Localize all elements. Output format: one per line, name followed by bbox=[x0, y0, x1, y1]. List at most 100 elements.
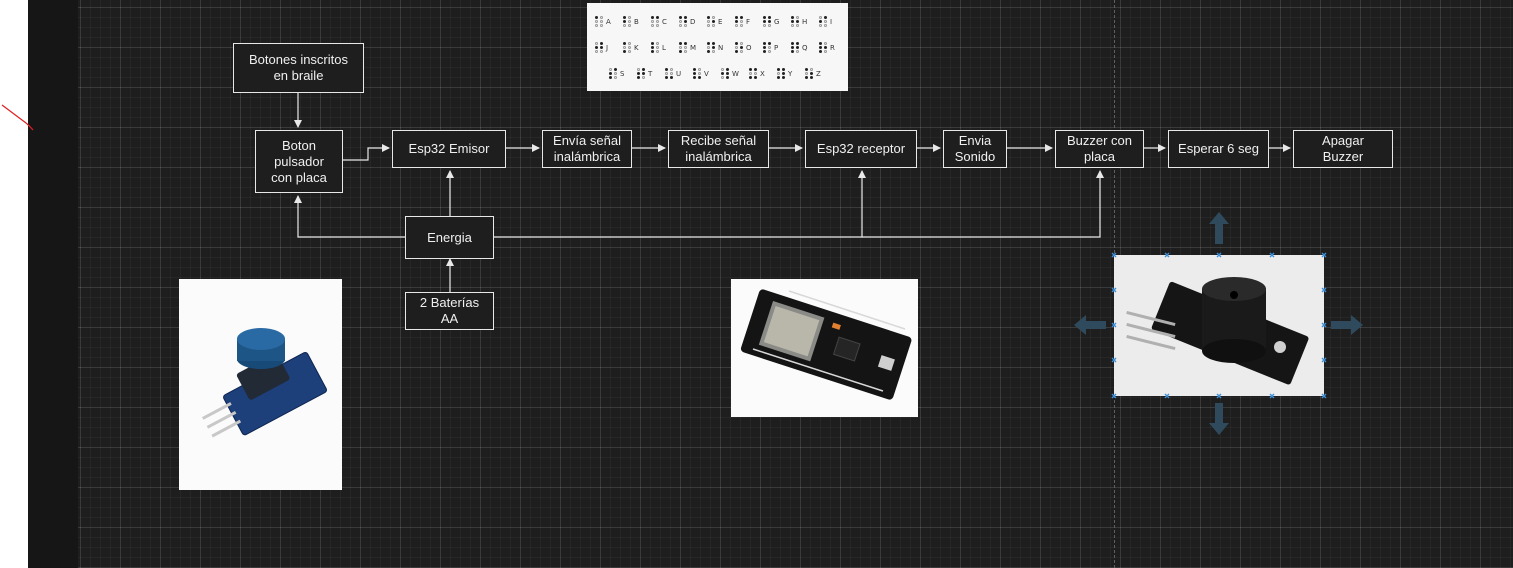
braille-letter-label: N bbox=[718, 43, 724, 52]
braille-dots bbox=[735, 41, 743, 54]
push-button-illustration bbox=[202, 328, 327, 438]
braille-letter-label: H bbox=[802, 17, 808, 26]
braille-cell-e: E bbox=[707, 13, 722, 31]
braille-letter-label: U bbox=[676, 69, 682, 78]
braille-dots bbox=[777, 67, 785, 80]
braille-cell-t: T bbox=[637, 65, 652, 83]
braille-letter-label: I bbox=[830, 17, 833, 26]
braille-cell-y: Y bbox=[777, 65, 792, 83]
move-left-arrow-icon bbox=[1074, 315, 1106, 335]
braille-cell-n: N bbox=[707, 39, 723, 57]
move-up-arrow-icon bbox=[1209, 212, 1229, 244]
braille-dots bbox=[679, 41, 687, 54]
braille-dots bbox=[791, 15, 799, 28]
braille-cell-d: D bbox=[679, 13, 695, 31]
braille-letter-label: Y bbox=[788, 69, 793, 78]
annotation-stroke bbox=[1, 104, 34, 131]
braille-dots bbox=[707, 41, 715, 54]
node-envia-senal[interactable]: Envía señal inalámbrica bbox=[542, 130, 632, 168]
braille-dots bbox=[595, 15, 603, 28]
node-buzzer-placa[interactable]: Buzzer con placa bbox=[1055, 130, 1144, 168]
braille-cell-i: I bbox=[819, 13, 832, 31]
braille-letter-label: L bbox=[662, 43, 666, 52]
braille-letter-label: B bbox=[634, 17, 639, 26]
braille-cell-l: L bbox=[651, 39, 666, 57]
braille-dots bbox=[763, 15, 771, 28]
esp32-board-image[interactable] bbox=[731, 279, 918, 417]
braille-dots bbox=[721, 67, 729, 80]
braille-dots bbox=[609, 67, 617, 80]
braille-dots bbox=[651, 41, 659, 54]
braille-cell-k: K bbox=[623, 39, 639, 57]
braille-dots bbox=[805, 67, 813, 80]
braille-cell-b: B bbox=[623, 13, 639, 31]
braille-cell-g: G bbox=[763, 13, 779, 31]
move-right-arrow-icon bbox=[1331, 315, 1363, 335]
move-down-arrow-icon bbox=[1209, 403, 1229, 435]
resize-handles bbox=[1111, 252, 1327, 399]
braille-cell-a: A bbox=[595, 13, 611, 31]
braille-dots bbox=[735, 15, 743, 28]
braille-dots bbox=[651, 15, 659, 28]
braille-cell-j: J bbox=[595, 39, 608, 57]
braille-letter-label: O bbox=[746, 43, 752, 52]
braille-dots bbox=[665, 67, 673, 80]
push-button-module-image[interactable] bbox=[179, 279, 342, 490]
node-botones-braille[interactable]: Botones inscritos en braile bbox=[233, 43, 364, 93]
braille-letter-label: P bbox=[774, 43, 779, 52]
braille-letter-label: V bbox=[704, 69, 709, 78]
braille-cell-u: U bbox=[665, 65, 681, 83]
braille-cell-c: C bbox=[651, 13, 667, 31]
braille-cell-h: H bbox=[791, 13, 807, 31]
node-esp32-receptor[interactable]: Esp32 receptor bbox=[805, 130, 917, 168]
braille-letter-label: C bbox=[662, 17, 667, 26]
braille-letter-label: A bbox=[606, 17, 611, 26]
edge-energia-to-boton bbox=[294, 195, 405, 238]
braille-cell-z: Z bbox=[805, 65, 821, 83]
node-esperar[interactable]: Esperar 6 seg bbox=[1168, 130, 1269, 168]
braille-letter-label: R bbox=[830, 43, 835, 52]
braille-dots bbox=[819, 41, 827, 54]
braille-dots bbox=[623, 41, 631, 54]
buzzer-illustration bbox=[1126, 277, 1309, 385]
edge-boton-to-emisor bbox=[343, 144, 390, 161]
node-energia[interactable]: Energia bbox=[405, 216, 494, 259]
braille-dots bbox=[791, 41, 799, 54]
braille-dots bbox=[693, 67, 701, 80]
node-boton-pulsador[interactable]: Boton pulsador con placa bbox=[255, 130, 343, 193]
braille-letter-label: M bbox=[690, 43, 697, 52]
braille-cell-r: R bbox=[819, 39, 835, 57]
braille-dots bbox=[707, 15, 715, 28]
braille-dots bbox=[623, 15, 631, 28]
braille-cell-o: O bbox=[735, 39, 752, 57]
braille-dots bbox=[819, 15, 827, 28]
buzzer-module-image[interactable] bbox=[1114, 255, 1324, 396]
braille-letter-label: S bbox=[620, 69, 625, 78]
braille-cell-q: Q bbox=[791, 39, 808, 57]
braille-letter-label: W bbox=[732, 69, 739, 78]
edge-energia-to-buzzer bbox=[862, 170, 1104, 238]
braille-cell-m: M bbox=[679, 39, 696, 57]
braille-letter-label: F bbox=[746, 17, 751, 26]
braille-letter-label: T bbox=[648, 69, 653, 78]
node-envia-sonido[interactable]: Envia Sonido bbox=[943, 130, 1007, 168]
node-recibe-senal[interactable]: Recibe señal inalámbrica bbox=[668, 130, 769, 168]
braille-dots bbox=[763, 41, 771, 54]
braille-letter-label: E bbox=[718, 17, 723, 26]
braille-dots bbox=[679, 15, 687, 28]
braille-letter-label: Q bbox=[802, 43, 808, 52]
braille-cell-x: X bbox=[749, 65, 765, 83]
esp32-illustration bbox=[740, 289, 912, 400]
node-apagar-buzzer[interactable]: Apagar Buzzer bbox=[1293, 130, 1393, 168]
braille-dots bbox=[595, 41, 603, 54]
braille-cell-p: P bbox=[763, 39, 778, 57]
braille-letter-label: D bbox=[690, 17, 696, 26]
node-baterias[interactable]: 2 Baterías AA bbox=[405, 292, 494, 330]
braille-letter-label: X bbox=[760, 69, 765, 78]
canvas-left-gutter bbox=[28, 0, 78, 568]
node-esp32-emisor[interactable]: Esp32 Emisor bbox=[392, 130, 506, 168]
braille-letter-label: G bbox=[774, 17, 780, 26]
